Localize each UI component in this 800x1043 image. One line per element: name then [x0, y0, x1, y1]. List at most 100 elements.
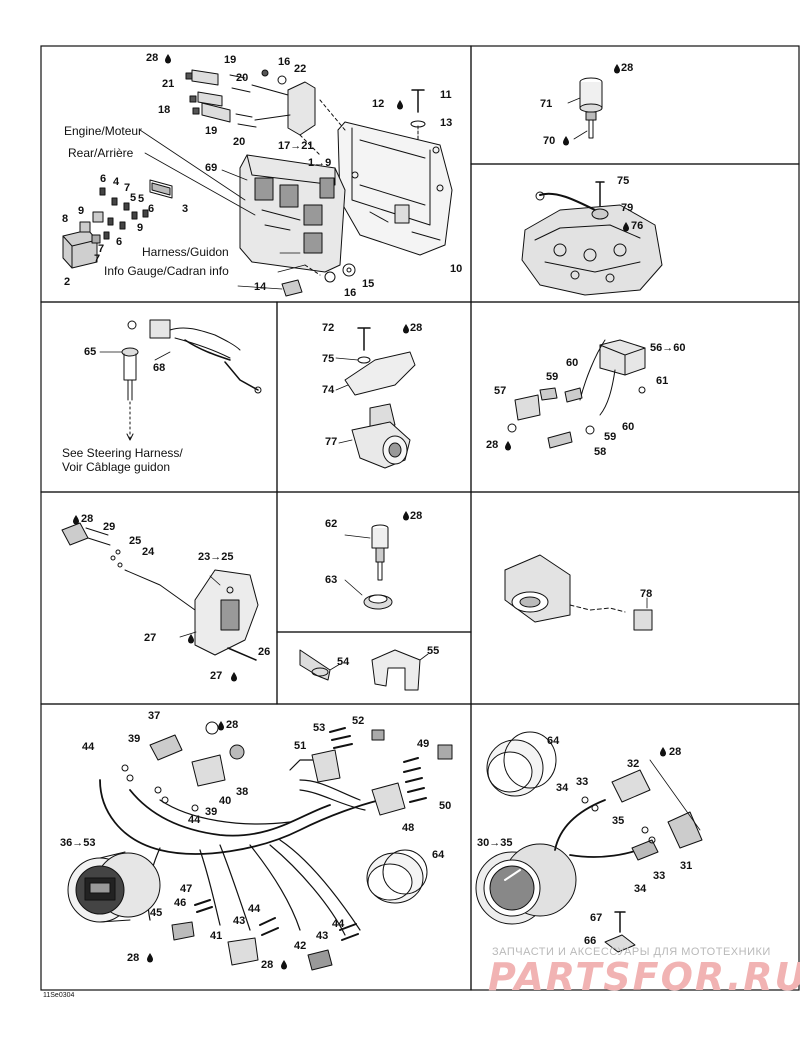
callout-16: 16 — [278, 56, 291, 68]
callout-44b: 44 — [188, 814, 201, 826]
callout-27b: 27 — [210, 670, 223, 682]
callout-65: 65 — [84, 346, 97, 358]
callout-60b: 60 — [622, 421, 635, 433]
module-bracket — [337, 121, 453, 256]
watermark-text: ЗАПЧАСТИ И АКСЕССУАРЫ ДЛЯ МОТОТЕХНИКИ — [492, 946, 771, 958]
callout-33b: 33 — [653, 870, 666, 882]
relay-56-60 — [507, 339, 646, 449]
clip-54-55 — [299, 649, 429, 691]
callout-30-35: 30→35 — [477, 837, 513, 849]
callout-55: 55 — [427, 645, 440, 657]
callout-54: 54 — [337, 656, 350, 668]
callout-8: 8 — [62, 213, 69, 225]
label-harness: Harness/Guidon — [142, 245, 229, 259]
callout-51: 51 — [294, 740, 307, 752]
key-sensor-68 — [99, 319, 262, 441]
connectors-18-21 — [185, 69, 291, 128]
callout-33: 33 — [576, 776, 589, 788]
diagram-code: 11Se0304 — [43, 992, 75, 999]
callout-76: 76 — [631, 220, 644, 232]
callout-68: 68 — [153, 362, 166, 374]
callout-61: 61 — [656, 375, 669, 387]
callout-6: 6 — [100, 173, 107, 185]
callout-77: 77 — [325, 436, 338, 448]
callout-66: 66 — [584, 935, 597, 947]
callout-29: 29 — [103, 521, 116, 533]
callout-4: 4 — [113, 176, 120, 188]
callout-45: 45 — [150, 907, 163, 919]
callout-21: 21 — [162, 78, 175, 90]
callout-60: 60 — [566, 357, 579, 369]
callout-36-53: 36→53 — [60, 837, 96, 849]
sensor-78 — [504, 554, 653, 631]
callout-67: 67 — [590, 912, 603, 924]
callout-1-9: 1→9 — [308, 157, 332, 169]
callout-50: 50 — [439, 800, 452, 812]
callout-42: 42 — [294, 940, 307, 952]
callout-28-p5: 28 — [410, 322, 423, 334]
callout-23-25: 23→25 — [198, 551, 234, 563]
gauge-30-35 — [475, 731, 703, 953]
callout-56-60: 56→60 — [650, 342, 686, 354]
note-voir-cablage: Voir Câblage guidon — [62, 460, 171, 474]
callout-7: 7 — [124, 182, 131, 194]
callout-35: 35 — [612, 815, 625, 827]
callout-28-p12: 28 — [669, 746, 682, 758]
callout-26: 26 — [258, 646, 271, 658]
small-parts-2-9 — [62, 179, 173, 269]
callout-34b: 34 — [634, 883, 647, 895]
callout-64-p12: 64 — [547, 735, 560, 747]
callout-48: 48 — [402, 822, 415, 834]
callout-9b: 9 — [137, 222, 144, 234]
callout-25: 25 — [129, 535, 142, 547]
callout-43b: 43 — [316, 930, 329, 942]
callout-37: 37 — [148, 710, 161, 722]
watermark-logo: PARTSFOR.RU — [488, 955, 800, 999]
callout-71: 71 — [540, 98, 553, 110]
callout-15: 15 — [362, 278, 375, 290]
callout-57: 57 — [494, 385, 507, 397]
callout-74: 74 — [322, 384, 335, 396]
callout-39b: 39 — [205, 806, 218, 818]
callout-12: 12 — [372, 98, 385, 110]
callout-20b: 20 — [233, 136, 246, 148]
callout-28-p11c: 28 — [261, 959, 274, 971]
callout-72: 72 — [322, 322, 335, 334]
callout-9: 9 — [78, 205, 85, 217]
callout-16b: 16 — [344, 287, 357, 299]
callout-39: 39 — [128, 733, 141, 745]
callout-17-21: 17→21 — [278, 140, 314, 152]
callout-52: 52 — [352, 715, 365, 727]
callout-44d: 44 — [332, 918, 345, 930]
callout-20: 20 — [236, 72, 249, 84]
callout-28-p7: 28 — [81, 513, 94, 525]
switch-housing-23-25 — [61, 522, 259, 661]
temp-sensor-62 — [344, 524, 393, 610]
callout-13: 13 — [440, 117, 453, 129]
callout-6b: 6 — [148, 203, 155, 215]
callout-14: 14 — [254, 281, 267, 293]
callout-47: 47 — [180, 883, 193, 895]
callout-41: 41 — [210, 930, 223, 942]
panel-frames — [40, 45, 800, 991]
note-see-steering: See Steering Harness/ — [62, 446, 183, 460]
callout-53: 53 — [313, 722, 326, 734]
label-rear: Rear/Arrière — [68, 146, 134, 160]
callout-11: 11 — [440, 89, 452, 101]
callout-79: 79 — [621, 202, 634, 214]
callout-49: 49 — [417, 738, 430, 750]
callout-62: 62 — [325, 518, 338, 530]
callout-19b: 19 — [205, 125, 218, 137]
callout-34: 34 — [556, 782, 569, 794]
callout-46: 46 — [174, 897, 187, 909]
callout-6c: 6 — [116, 236, 123, 248]
callout-75: 75 — [617, 175, 630, 187]
callout-78: 78 — [640, 588, 653, 600]
callout-28: 28 — [146, 52, 159, 64]
callout-24: 24 — [142, 546, 155, 558]
callout-10: 10 — [450, 263, 463, 275]
callout-63: 63 — [325, 574, 338, 586]
callout-28-p8: 28 — [410, 510, 423, 522]
sensor-71 — [567, 77, 603, 140]
